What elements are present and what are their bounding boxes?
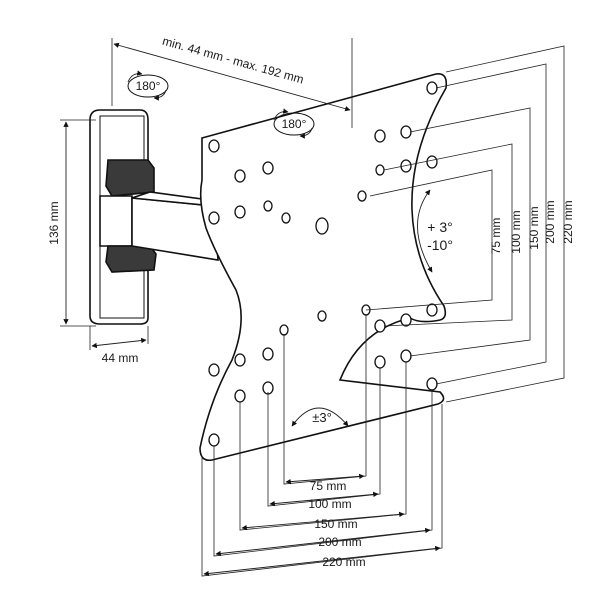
- swivel-plate-label: 180°: [282, 117, 307, 131]
- bracket-height-label: 136 mm: [47, 201, 61, 244]
- tilt-indicator: + 3° -10°: [417, 189, 453, 273]
- vesa-vertical-150: 150 mm: [527, 206, 541, 249]
- vesa-horizontal-220: 220 mm: [322, 555, 365, 569]
- vesa-horizontal-200: 200 mm: [318, 535, 361, 549]
- vesa-vertical-220: 220 mm: [561, 200, 575, 243]
- swivel-wall-label: 180°: [136, 79, 161, 93]
- rotate-arrow-icon: [299, 127, 313, 139]
- vesa-vertical-75: 75 mm: [489, 218, 503, 255]
- swivel-plate-badge: 180°: [273, 108, 315, 139]
- rotation-indicator: ±3°: [291, 407, 349, 427]
- vesa-horizontal-75: 75 mm: [310, 479, 347, 493]
- vesa-horizontal-150: 150 mm: [314, 517, 357, 531]
- vesa-vertical-100: 100 mm: [509, 210, 523, 253]
- vesa-horizontal-dimensions: 75 mm 100 mm 150 mm 200 mm 220 mm: [201, 314, 443, 577]
- vesa-plate: [199, 72, 448, 462]
- swivel-wall-badge: 180°: [127, 70, 169, 101]
- rotation-arrow-icon: [291, 407, 349, 427]
- bracket-width-label: 44 mm: [102, 351, 139, 365]
- tilt-arrow-icon: [417, 189, 433, 273]
- vesa-vertical-200: 200 mm: [543, 200, 557, 243]
- mounting-holes: [208, 81, 438, 447]
- tilt-down-label: -10°: [427, 237, 453, 253]
- bracket-width-dimension: 44 mm: [89, 326, 149, 365]
- vesa-vertical-dimensions: 75 mm 100 mm 150 mm 200 mm 220 mm: [365, 45, 575, 403]
- tilt-up-label: + 3°: [427, 219, 452, 235]
- vesa-horizontal-100: 100 mm: [308, 497, 351, 511]
- rotate-arrow-icon: [127, 70, 143, 83]
- rotate-arrow-icon: [273, 108, 289, 121]
- rotate-arrow-icon: [153, 89, 167, 101]
- rotation-label: ±3°: [312, 410, 332, 425]
- bracket-height-dimension: 136 mm: [47, 119, 96, 327]
- arm-range-label: min. 44 mm - max. 192 mm: [161, 34, 305, 87]
